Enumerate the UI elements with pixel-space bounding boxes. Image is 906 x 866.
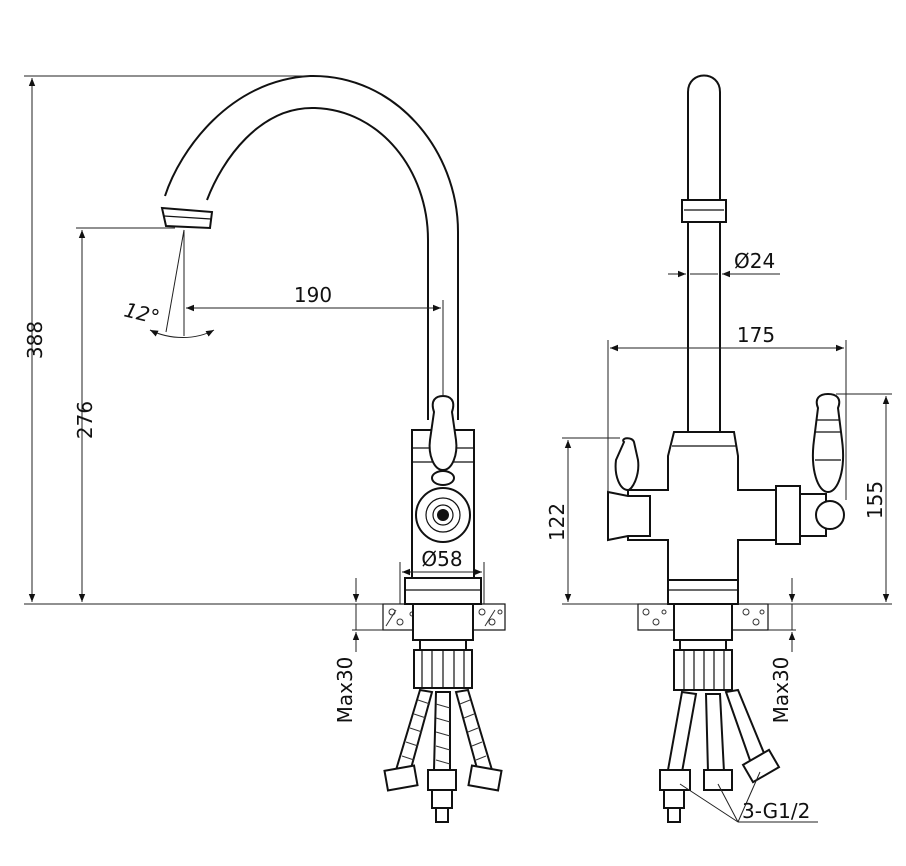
spout-inner (206, 106, 429, 420)
dim-right-handle-height: 155 (863, 481, 887, 519)
dim-under-counter-left: Max30 (333, 657, 357, 724)
dim-spout-angle: 12° (122, 298, 162, 330)
dim-base-diameter: Ø58 (421, 547, 462, 571)
dim-under-counter-right: Max30 (769, 657, 793, 724)
front-dimensions: Ø24 175 122 155 Max30 3-G1/2 (545, 249, 892, 823)
spout-outer (164, 74, 459, 420)
side-dimensions: 388 276 190 12° Ø58 Max30 (23, 75, 485, 724)
dim-total-height: 388 (23, 321, 47, 359)
front-left-handle (607, 490, 651, 542)
side-view (160, 74, 506, 823)
dim-spout-tube-diameter: Ø24 (734, 249, 775, 273)
dim-left-handle-height: 122 (545, 503, 569, 541)
front-spout (687, 74, 721, 200)
dim-spout-height: 276 (73, 401, 97, 439)
side-lever (428, 394, 458, 472)
dim-connections: 3-G1/2 (742, 799, 810, 823)
dim-spout-reach: 190 (294, 283, 332, 307)
dim-handle-span: 175 (737, 323, 775, 347)
front-view (607, 74, 845, 823)
front-right-handle (812, 392, 844, 494)
